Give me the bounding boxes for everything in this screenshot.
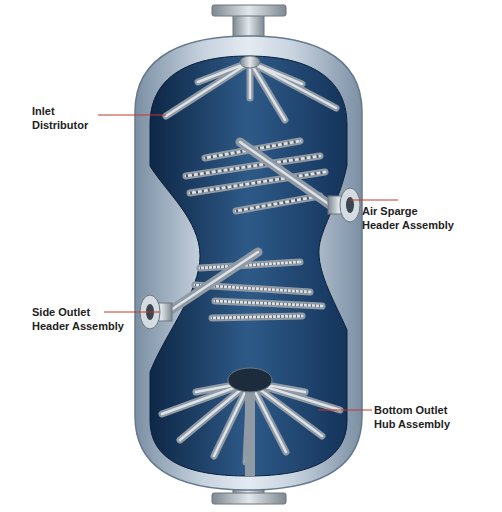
sparge-header-highlight	[240, 142, 330, 205]
hub-riser	[245, 382, 255, 476]
part-label: Air Sparge Header Assembly	[362, 204, 457, 232]
distributor-highlight	[166, 62, 336, 120]
sparge-flange-bore	[346, 197, 354, 213]
vessel-cutaway	[150, 56, 347, 476]
inlet-distributor	[166, 56, 336, 120]
distributor-arms	[166, 62, 336, 120]
distributor-hub	[240, 56, 260, 68]
side-outlet-header	[140, 252, 322, 329]
outlet-screen	[195, 262, 322, 318]
hub-disc	[228, 368, 272, 392]
sparge-header-pipe	[240, 142, 330, 205]
part-label: Inlet Distributor	[32, 104, 91, 132]
part-label: Bottom Outlet Hub Assembly	[374, 403, 453, 431]
leader-line	[350, 200, 398, 201]
vessel-shell	[135, 36, 362, 490]
air-sparge-header	[186, 141, 360, 222]
part-label: Side Outlet Header Assembly	[32, 305, 127, 333]
leader-line	[104, 312, 160, 313]
bottom-outlet-hub	[162, 368, 340, 476]
outlet-lateral-highlight	[195, 262, 322, 318]
outlet-header-pipe	[168, 252, 258, 312]
top-nozzle-flange	[212, 5, 286, 16]
sparge-flange	[340, 188, 360, 222]
bottom-nozzle-flange	[212, 493, 286, 504]
outlet-header-highlight	[168, 252, 258, 312]
leader-line	[98, 115, 166, 116]
leader-line	[318, 410, 372, 411]
outlet-laterals	[195, 262, 322, 318]
